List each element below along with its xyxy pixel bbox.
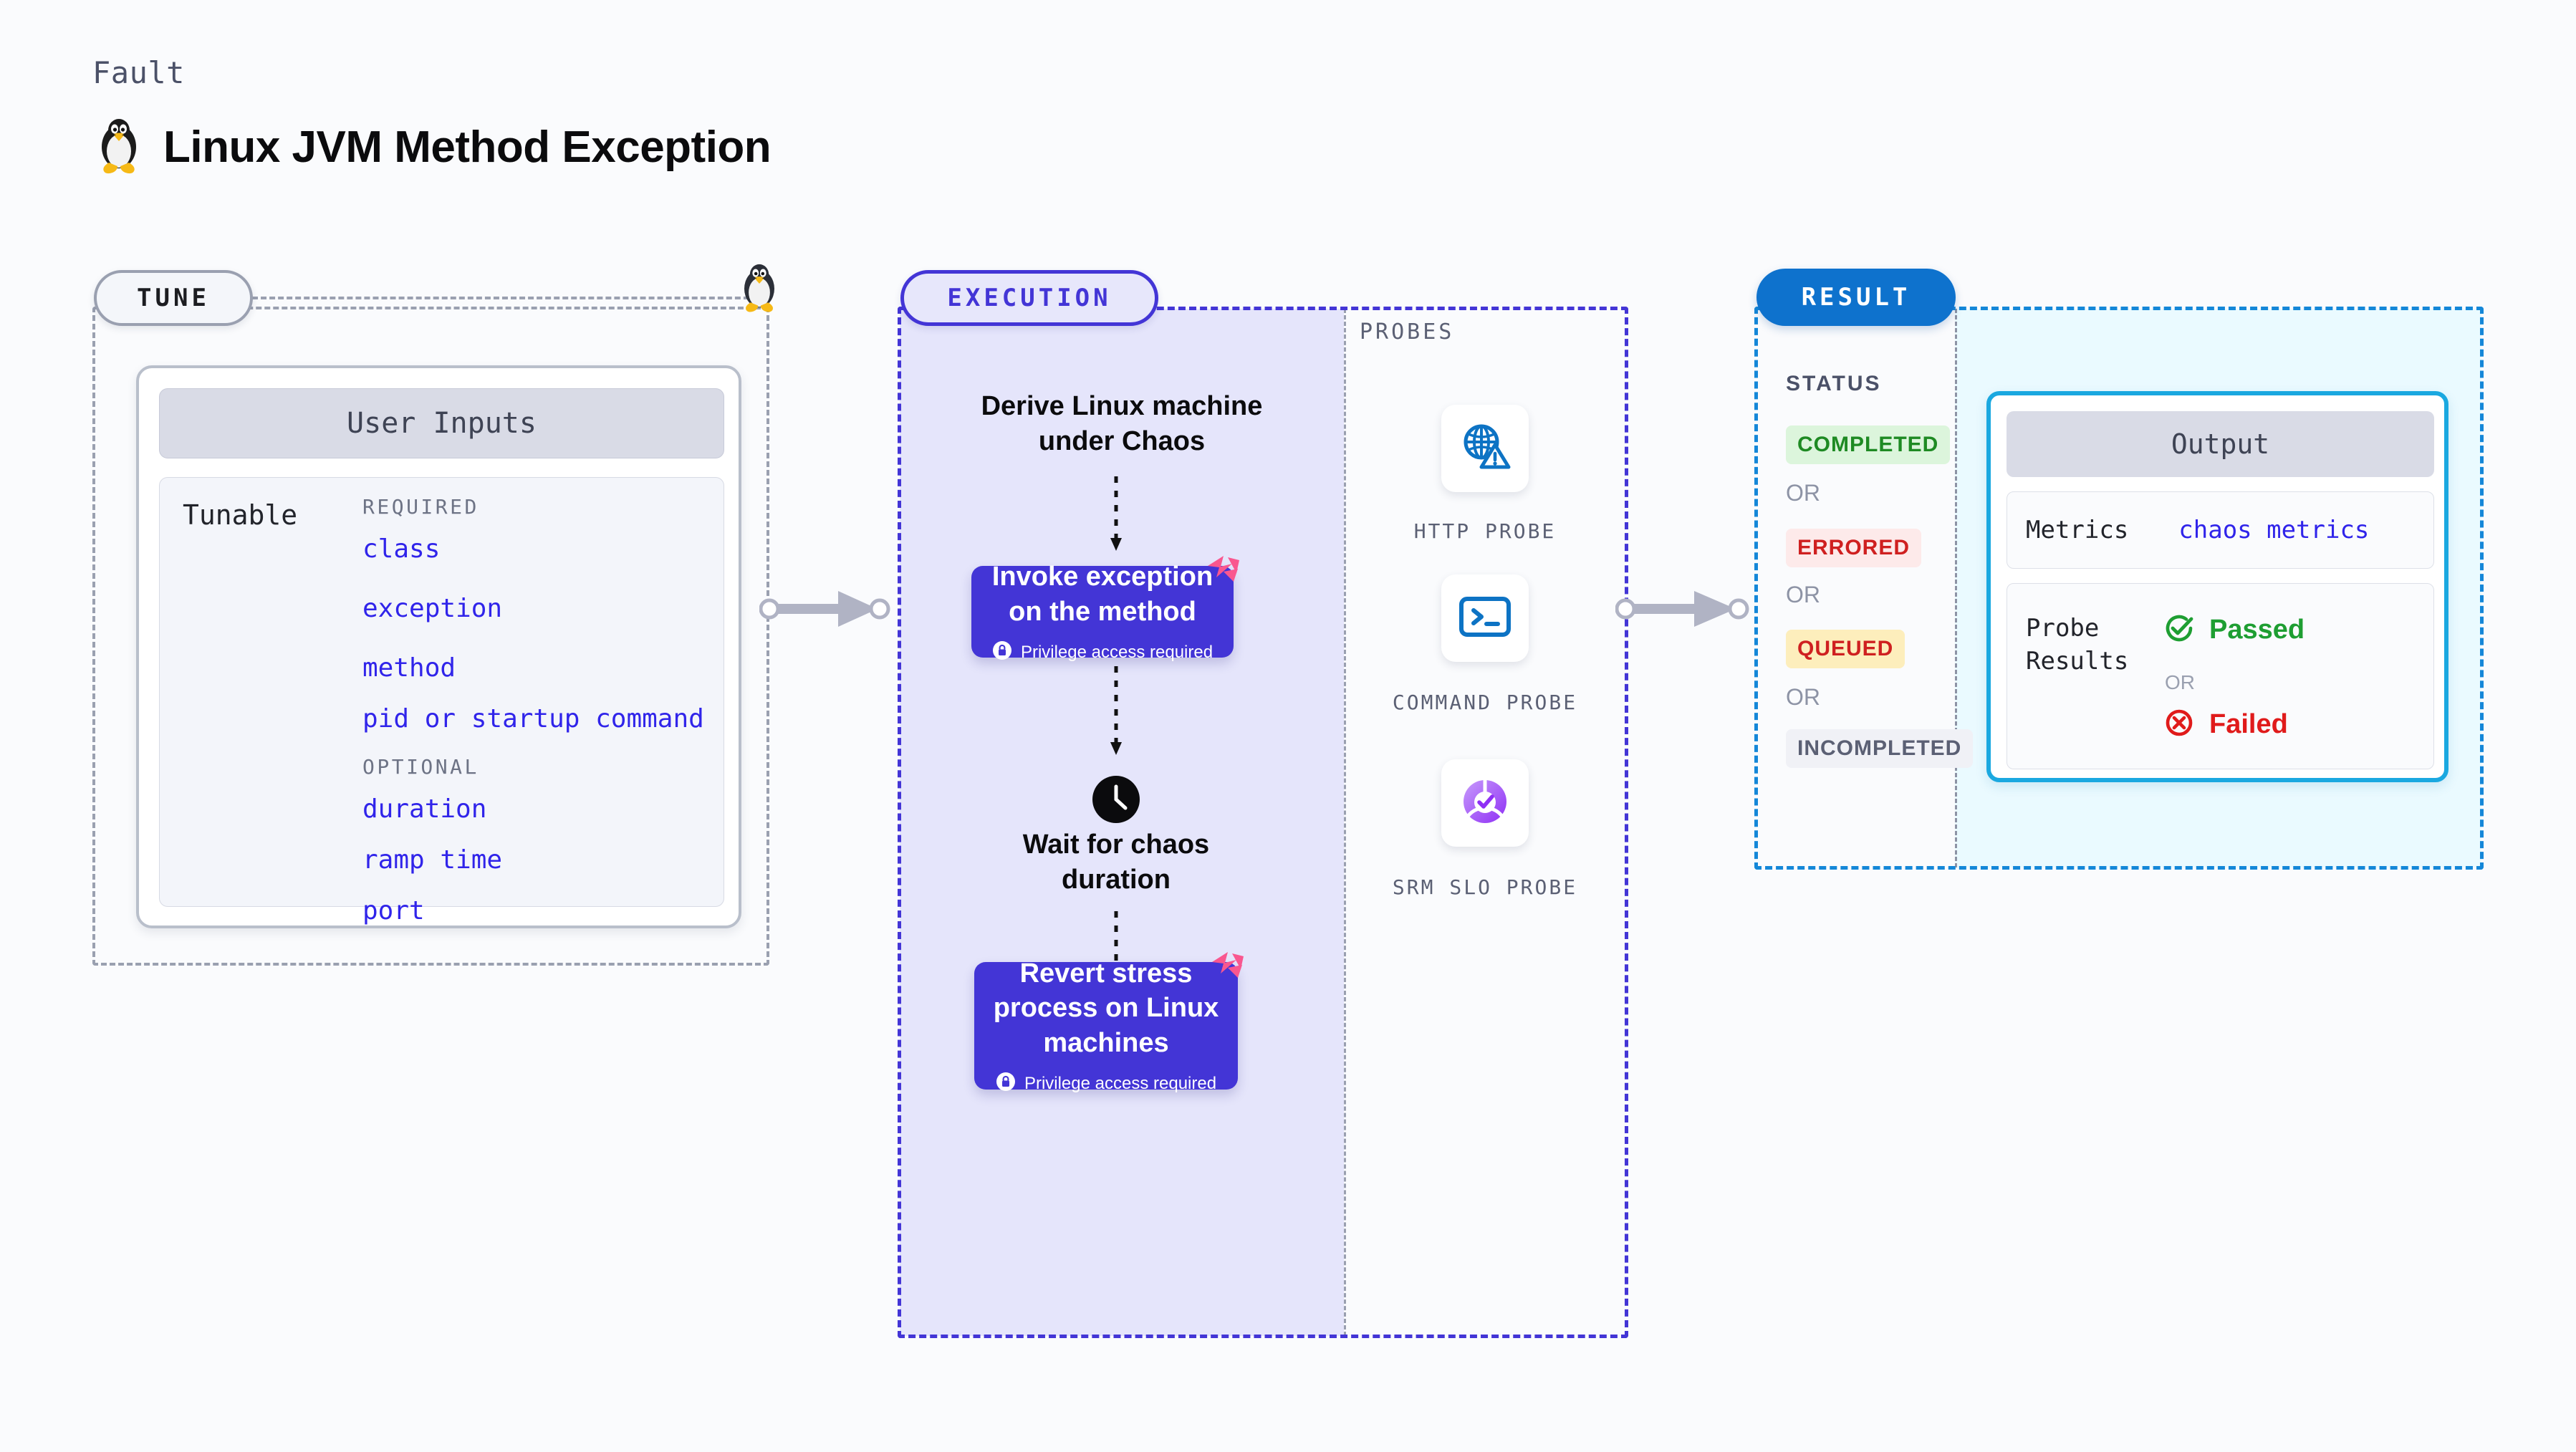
tunable-label: Tunable bbox=[183, 499, 298, 531]
result-pill[interactable]: RESULT bbox=[1756, 269, 1956, 326]
probe-tile-srm-slo[interactable] bbox=[1441, 759, 1529, 847]
probe-caption-command: COMMAND PROBE bbox=[1392, 691, 1578, 714]
output-passed-label: Passed bbox=[2209, 615, 2305, 645]
tunable-item-port[interactable]: port bbox=[362, 896, 425, 925]
tunable-item-method[interactable]: method bbox=[362, 653, 456, 683]
probe-caption-http: HTTP PROBE bbox=[1413, 519, 1557, 543]
tunable-item-duration[interactable]: duration bbox=[362, 794, 487, 824]
page-title: Linux JVM Method Exception bbox=[163, 122, 772, 172]
execution-pill[interactable]: EXECUTION bbox=[900, 270, 1158, 326]
user-inputs-body: Tunable REQUIRED class exception method … bbox=[159, 477, 724, 925]
status-or-3: OR bbox=[1786, 684, 1820, 710]
probe-caption-srm-slo: SRM SLO PROBE bbox=[1392, 875, 1578, 899]
tunable-list: REQUIRED class exception method pid or s… bbox=[362, 495, 704, 947]
probe-tile-http[interactable] bbox=[1441, 405, 1529, 492]
status-badge-errored[interactable]: ERRORED bbox=[1786, 529, 1922, 567]
tune-pill[interactable]: TUNE bbox=[94, 270, 253, 326]
slo-check-icon bbox=[1456, 773, 1514, 834]
execution-arrow-2 bbox=[1110, 666, 1122, 755]
output-metrics-row: Metrics chaos metrics bbox=[2007, 491, 2434, 569]
status-badge-incompleted[interactable]: INCOMPLETED bbox=[1786, 729, 1974, 768]
status-badge-completed[interactable]: COMPLETED bbox=[1786, 425, 1951, 464]
privilege-note-invoke-text: Privilege access required bbox=[1020, 642, 1213, 662]
check-circle-icon bbox=[2162, 611, 2196, 649]
tunable-group-required-title: REQUIRED bbox=[362, 495, 479, 519]
page-kicker: Fault bbox=[92, 55, 185, 90]
execution-arrow-1 bbox=[1110, 476, 1122, 551]
globe-warning-icon bbox=[1457, 419, 1513, 479]
user-inputs-header: User Inputs bbox=[159, 388, 724, 458]
tune-section bbox=[92, 307, 769, 966]
tunable-item-class[interactable]: class bbox=[362, 534, 441, 564]
tunable-item-ramp-time[interactable]: ramp time bbox=[362, 845, 503, 875]
connector-execution-to-result bbox=[1615, 591, 1749, 627]
probes-title: PROBES bbox=[1360, 319, 1455, 345]
privilege-note-invoke: Privilege access required bbox=[992, 640, 1213, 664]
terminal-icon bbox=[1458, 593, 1512, 644]
output-failed-label: Failed bbox=[2209, 709, 2288, 739]
lock-icon bbox=[996, 1072, 1016, 1095]
tunable-item-pid-or-startup-command[interactable]: pid or startup command bbox=[362, 704, 704, 734]
result-section bbox=[1754, 307, 2484, 870]
lock-icon bbox=[992, 640, 1012, 664]
status-badge-queued[interactable]: QUEUED bbox=[1786, 630, 1905, 668]
output-metrics-label: Metrics bbox=[2026, 516, 2129, 544]
linux-penguin-icon bbox=[95, 118, 143, 176]
clock-icon bbox=[1090, 774, 1142, 829]
tunable-group-optional-title: OPTIONAL bbox=[362, 755, 479, 779]
user-inputs-card: User Inputs Tunable REQUIRED class excep… bbox=[136, 365, 741, 928]
output-metrics-value[interactable]: chaos metrics bbox=[2178, 516, 2370, 544]
status-or-2: OR bbox=[1786, 582, 1820, 607]
status-title: STATUS bbox=[1786, 372, 1882, 395]
result-status-background bbox=[1756, 309, 1955, 867]
output-result-passed: Passed bbox=[2162, 611, 2305, 649]
execution-section bbox=[898, 307, 1628, 1338]
status-or-1: OR bbox=[1786, 480, 1820, 506]
page-title-row: Linux JVM Method Exception bbox=[95, 118, 772, 176]
connector-tune-to-execution bbox=[759, 591, 890, 627]
tunable-item-exception[interactable]: exception bbox=[362, 594, 503, 623]
output-result-or: OR bbox=[2165, 671, 2195, 693]
x-circle-icon bbox=[2162, 706, 2196, 744]
output-header: Output bbox=[2007, 411, 2434, 477]
privilege-note-revert: Privilege access required bbox=[996, 1072, 1216, 1095]
output-result-failed: Failed bbox=[2162, 706, 2288, 744]
privilege-note-revert-text: Privilege access required bbox=[1024, 1073, 1217, 1093]
probe-tile-command[interactable] bbox=[1441, 574, 1529, 662]
chaos-logo-icon bbox=[1203, 943, 1249, 993]
tune-linux-penguin-icon bbox=[738, 264, 781, 317]
tune-top-dashed-line bbox=[252, 297, 766, 299]
chaos-logo-icon bbox=[1199, 547, 1245, 597]
